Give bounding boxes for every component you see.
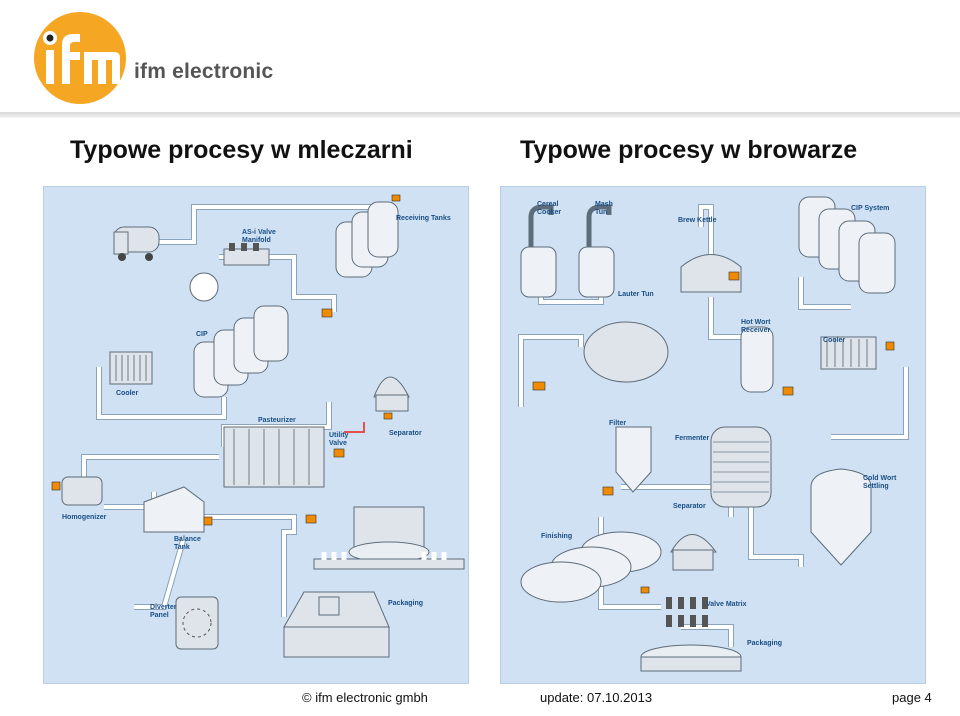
ifm-logo — [34, 12, 126, 104]
filter-unit — [615, 426, 652, 493]
label-finishing: Finishing — [541, 533, 573, 540]
sensor-icon — [321, 308, 333, 318]
brand-name: ifm electronic — [134, 60, 274, 83]
label-filter: Filter — [609, 420, 627, 427]
label-utility-valve: Utility Valve — [329, 432, 349, 447]
label-cooler-brewery: Cooler — [823, 337, 846, 344]
filling-machine — [313, 506, 465, 570]
footer-page-number: page 4 — [892, 690, 932, 705]
homogenizer-unit — [61, 476, 103, 506]
separator-unit — [373, 376, 410, 398]
diverter-panel-unit — [175, 596, 219, 650]
label-receiving-tanks: Receiving Tanks — [396, 215, 451, 222]
label-cereal-cooker: Cereal Cooker — [537, 201, 562, 216]
label-pasteurizer: Pasteurizer — [258, 417, 296, 424]
separator-unit-brewery — [670, 534, 717, 553]
packaging-machine — [283, 591, 390, 658]
brew-kettle-unit — [680, 254, 742, 293]
hot-wort-receiver-unit — [740, 326, 774, 393]
brewery-process-diagram: Cereal Cooker Mash Tun Brew Kettle CIP S… — [500, 186, 926, 684]
label-fermenter: Fermenter — [675, 435, 710, 442]
label-valve-matrix: Valve Matrix — [706, 601, 747, 608]
footer-copyright: © ifm electronic gmbh — [302, 690, 428, 705]
finishing-tanks — [520, 531, 662, 603]
packaging-unit-brewery — [640, 644, 742, 672]
label-separator-brewery: Separator — [673, 503, 706, 510]
cold-wort-settling-unit — [810, 468, 872, 566]
label-cip: CIP — [196, 331, 208, 338]
valve-matrix-unit — [666, 597, 708, 627]
cooler-unit — [109, 351, 153, 385]
dairy-illustration — [51, 194, 465, 658]
label-homogenizer: Homogenizer — [62, 514, 107, 521]
label-separator: Separator — [389, 430, 422, 437]
label-cooler: Cooler — [116, 390, 139, 397]
label-mash-tun: Mash Tun — [595, 201, 613, 216]
cip-tanks — [193, 305, 289, 398]
label-hot-wort-receiver: Hot Wort Receiver — [741, 319, 771, 334]
label-cold-wort-settling: Cold Wort Settling — [863, 475, 897, 490]
dairy-process-diagram: Receiving Tanks AS-i Valve Manifold CIP … — [43, 186, 469, 684]
footer-update-date: update: 07.10.2013 — [540, 690, 653, 705]
brewery-illustration — [518, 196, 909, 672]
fermenter-unit — [710, 426, 772, 508]
pasteurizer-unit — [223, 426, 325, 488]
label-lauter-tun: Lauter Tun — [618, 291, 654, 298]
dairy-title: Typowe procesy w mleczarni — [70, 136, 413, 164]
label-balance-tank: Balance Tank — [174, 536, 201, 551]
cereal-cooker-unit — [520, 204, 557, 298]
sensor-icon — [391, 194, 401, 202]
brewery-title: Typowe procesy w browarze — [520, 136, 858, 164]
header-divider — [0, 112, 960, 118]
label-packaging: Packaging — [388, 600, 424, 607]
lauter-tun-unit — [583, 321, 669, 383]
mash-tun-unit — [578, 204, 615, 298]
label-diverter-panel: Diverter Panel — [150, 604, 177, 619]
header: ifm electronic — [0, 0, 960, 118]
label-brew-kettle: Brew Kettle — [678, 217, 717, 224]
label-packaging-brewery: Packaging — [747, 640, 783, 647]
receiving-tanks — [335, 201, 399, 278]
label-asi-valve-manifold: AS-i Valve Manifold — [242, 229, 276, 244]
cip-system-tanks — [798, 196, 896, 294]
label-cip-system: CIP System — [851, 205, 890, 212]
valve-manifold — [223, 248, 270, 266]
